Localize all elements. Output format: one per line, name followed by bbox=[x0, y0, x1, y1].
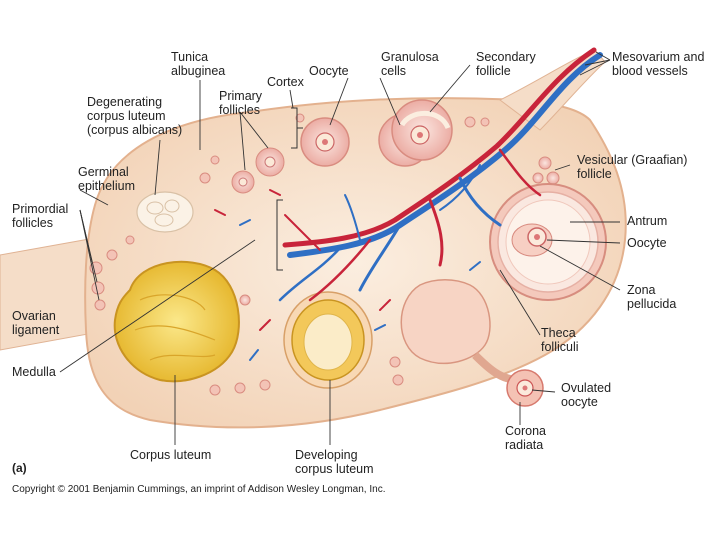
label-corpus-luteum: Corpus luteum bbox=[130, 448, 211, 462]
secondary-follicle bbox=[392, 100, 452, 160]
label-ovulated-oocyte: Ovulated oocyte bbox=[561, 381, 611, 409]
growing-follicle bbox=[301, 118, 349, 166]
label-tunica-albuginea: Tunica albuginea bbox=[171, 50, 225, 78]
label-oocyte-right: Oocyte bbox=[627, 236, 667, 250]
label-developing-corpus-luteum: Developing corpus luteum bbox=[295, 448, 374, 476]
label-antrum: Antrum bbox=[627, 214, 667, 228]
label-cortex: Cortex bbox=[267, 75, 304, 89]
label-germinal-epithelium: Germinal epithelium bbox=[78, 165, 135, 193]
label-medulla: Medulla bbox=[12, 365, 56, 379]
label-primordial-follicles: Primordial follicles bbox=[12, 202, 68, 230]
figure-tag: (a) bbox=[12, 461, 27, 475]
label-zona-pellucida: Zona pellucida bbox=[627, 283, 676, 311]
label-corona-radiata: Corona radiata bbox=[505, 424, 546, 452]
label-secondary-follicle: Secondary follicle bbox=[476, 50, 536, 78]
label-degenerating-corpus-luteum: Degenerating corpus luteum (corpus albic… bbox=[87, 95, 182, 137]
developing-corpus-luteum bbox=[284, 292, 372, 388]
copyright-notice: Copyright © 2001 Benjamin Cummings, an i… bbox=[12, 484, 385, 495]
label-theca-folliculi: Theca folliculi bbox=[541, 326, 579, 354]
label-primary-follicles: Primary follicles bbox=[219, 89, 262, 117]
label-granulosa-cells: Granulosa cells bbox=[381, 50, 439, 78]
label-vesicular-follicle: Vesicular (Graafian) follicle bbox=[577, 153, 687, 181]
ovulated-oocyte bbox=[507, 370, 543, 406]
corpus-albicans bbox=[137, 192, 193, 232]
label-oocyte-top: Oocyte bbox=[309, 64, 349, 78]
label-mesovarium: Mesovarium and blood vessels bbox=[612, 50, 704, 78]
label-ovarian-ligament: Ovarian ligament bbox=[12, 309, 59, 337]
